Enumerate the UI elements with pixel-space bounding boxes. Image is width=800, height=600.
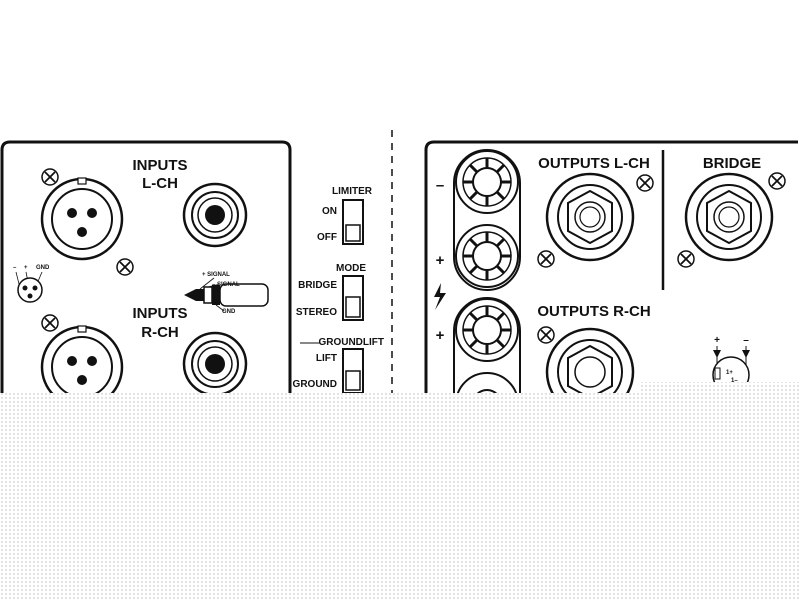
jack-socket-icon[interactable] (182, 182, 248, 248)
screw-icon (116, 258, 134, 276)
inputs-l-title: INPUTS (132, 157, 187, 174)
switch-column: LIMITER ON OFF MODE BRIDGE STEREO GROUND… (293, 186, 384, 394)
terminal-minus-label: – (436, 177, 444, 194)
groundlift-ground-label: GROUND (293, 379, 337, 390)
terminal-plus-label-2: + (436, 327, 445, 344)
limiter-toggle-switch[interactable] (342, 199, 364, 245)
outputs-r-title: OUTPUTS R-CH (537, 303, 650, 320)
groundlift-title: GROUNDLIFT (318, 337, 384, 348)
inputs-l-subtitle: L-CH (142, 175, 178, 192)
limiter-title: LIMITER (332, 186, 373, 197)
screw-icon (41, 314, 59, 332)
screw-icon (537, 250, 555, 268)
xlr-socket-icon[interactable] (40, 325, 124, 409)
binding-post-icon[interactable] (455, 224, 519, 288)
lightning-warning-icon (434, 283, 446, 310)
xlr-pinout-icon: – + GND (13, 265, 50, 303)
left-input-panel: INPUTS L-CH – + GND (0, 140, 292, 600)
mode-stereo-label: STEREO (296, 307, 337, 318)
screw-icon (41, 168, 59, 186)
jack-socket-icon[interactable] (182, 331, 248, 397)
binding-post-pair-l (453, 149, 521, 291)
screw-icon (636, 174, 654, 192)
jack-plug-icon: + SIGNAL – SIGNAL GND (184, 272, 269, 315)
speakon-socket-icon[interactable] (545, 172, 635, 262)
screw-icon (677, 250, 695, 268)
speakon-pin-1minus: 1– (731, 378, 738, 384)
speakon-pin-1plus: 1+ (726, 370, 733, 376)
jack-plus-signal: + SIGNAL (202, 272, 230, 278)
groundlift-lift-label: LIFT (316, 353, 337, 364)
speakon-minus-label: – (743, 335, 749, 346)
mode-bridge-label: BRIDGE (298, 280, 337, 291)
bridge-title: BRIDGE (703, 155, 761, 172)
mode-title: MODE (336, 263, 366, 274)
speakon-plus-label: + (714, 335, 720, 346)
xlr-pin-minus: – (13, 265, 17, 271)
mode-toggle-switch[interactable] (342, 275, 364, 321)
limiter-on-label: ON (322, 206, 337, 217)
groundlift-toggle-switch[interactable] (342, 348, 364, 394)
jack-gnd: GND (222, 309, 236, 315)
inputs-r-subtitle: R-CH (141, 324, 179, 341)
screw-icon (768, 172, 786, 190)
dotted-mask-overlay (0, 382, 800, 600)
inputs-r-title: INPUTS (132, 305, 187, 322)
limiter-off-label: OFF (317, 232, 337, 243)
jack-minus-signal: – SIGNAL (212, 282, 240, 288)
outputs-l-title: OUTPUTS L-CH (538, 155, 650, 172)
xlr-socket-icon[interactable] (40, 177, 124, 261)
terminal-plus-label-1: + (436, 252, 445, 269)
speakon-socket-icon[interactable] (684, 172, 774, 262)
xlr-pin-gnd: GND (36, 265, 50, 271)
screw-icon (537, 326, 555, 344)
xlr-pin-plus: + (24, 265, 28, 271)
binding-post-icon[interactable] (455, 150, 519, 214)
binding-post-icon[interactable] (455, 298, 519, 362)
